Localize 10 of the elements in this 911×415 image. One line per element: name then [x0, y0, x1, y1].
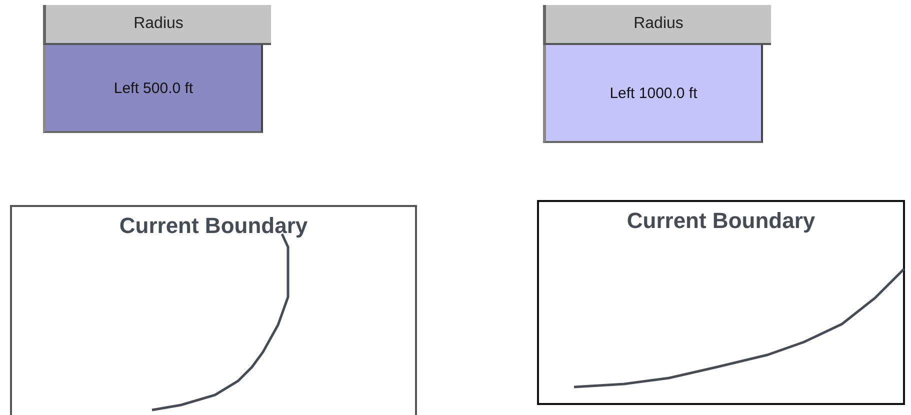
boundary-box — [10, 205, 417, 415]
radius-panel — [43, 5, 271, 133]
boundary-box — [537, 200, 905, 405]
box-title: Current Boundary — [118, 213, 309, 239]
radius-panel — [543, 5, 771, 143]
panel-header: Radius — [543, 5, 771, 45]
panel-header: Radius — [43, 5, 271, 45]
value-field: Left 1000.0 ft — [543, 45, 763, 143]
box-title: Current Boundary — [626, 208, 816, 234]
value-field: Left 500.0 ft — [43, 45, 263, 133]
